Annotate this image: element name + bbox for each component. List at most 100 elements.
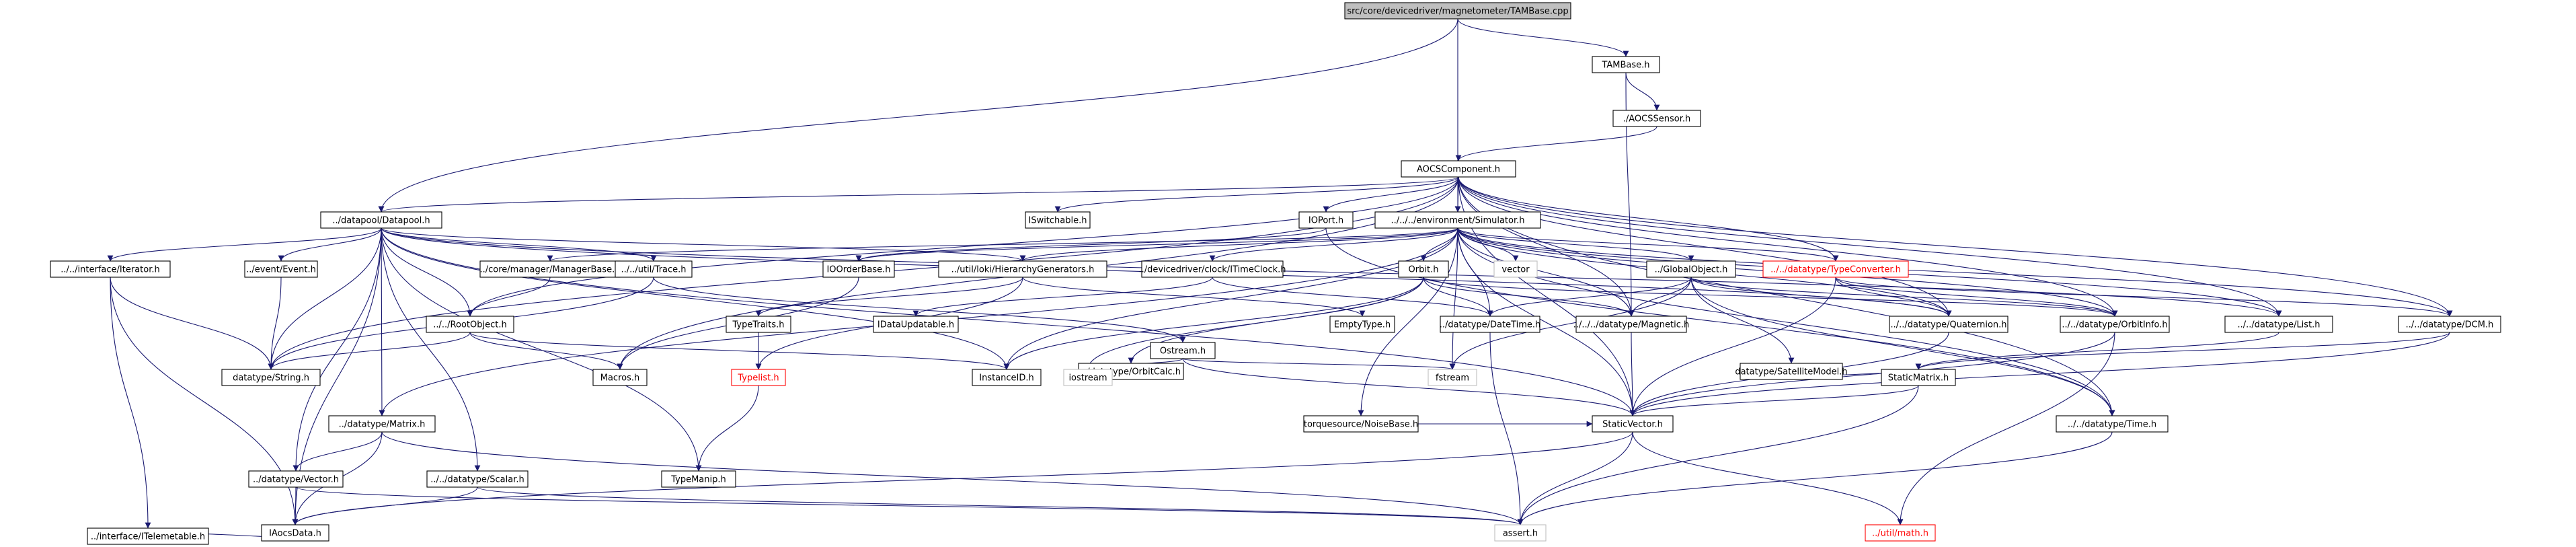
file-node[interactable]: ../core/manager/ManagerBase.h <box>479 260 621 278</box>
file-node-label: ../../datatype/Scalar.h <box>430 475 524 485</box>
file-node-box[interactable] <box>661 470 736 488</box>
file-node[interactable]: ../util/math.h <box>1865 524 1936 542</box>
file-node-box[interactable] <box>50 260 171 278</box>
file-node[interactable]: ../../datatype/OrbitInfo.h <box>2060 316 2170 333</box>
file-node[interactable]: ./AOCSSensor.h <box>1612 110 1701 127</box>
file-node-box[interactable] <box>1440 316 1540 333</box>
file-node-box[interactable] <box>1592 415 1674 433</box>
file-node[interactable]: StaticMatrix.h <box>1881 369 1956 386</box>
file-node-box[interactable] <box>1428 369 1477 386</box>
file-node[interactable]: IOOrderBase.h <box>822 260 895 278</box>
file-node-box[interactable] <box>1150 342 1216 359</box>
file-node[interactable]: Macros.h <box>592 369 648 386</box>
file-node-box[interactable] <box>248 470 344 488</box>
file-node-box[interactable] <box>592 369 648 386</box>
file-node[interactable]: ../util/loki/HierarchyGenerators.h <box>938 260 1107 278</box>
file-node-box[interactable] <box>938 260 1107 278</box>
file-node[interactable]: ../../../datatype/Magnetic.h <box>1573 316 1690 333</box>
file-node[interactable]: ../../datatype/Quaternion.h <box>1889 316 2008 333</box>
file-node-box[interactable] <box>244 260 318 278</box>
file-node[interactable]: ../../../environment/Simulator.h <box>1374 211 1541 229</box>
file-node[interactable]: AOCSComponent.h <box>1401 160 1516 178</box>
file-node-box[interactable] <box>1646 260 1736 278</box>
file-node[interactable]: Ostream.h <box>1150 342 1216 359</box>
file-node-box[interactable] <box>1493 260 1538 278</box>
file-node-box[interactable] <box>822 260 895 278</box>
file-node-box[interactable] <box>726 316 791 333</box>
file-node-box[interactable] <box>1344 2 1571 20</box>
file-node[interactable]: vector <box>1493 260 1538 278</box>
file-node[interactable]: iostream <box>1063 369 1113 386</box>
file-node[interactable]: Orbit.h <box>1398 260 1449 278</box>
file-node-box[interactable] <box>731 369 786 386</box>
file-node-box[interactable] <box>1889 316 2008 333</box>
file-node-box[interactable] <box>873 316 959 333</box>
file-node-box[interactable] <box>328 415 436 433</box>
file-node[interactable]: assert.h <box>1494 524 1547 542</box>
file-node[interactable]: TypeTraits.h <box>726 316 791 333</box>
file-node[interactable]: ../../datatype/DCM.h <box>2398 316 2501 333</box>
file-node[interactable]: ../../datatype/Time.h <box>2056 415 2169 433</box>
file-node[interactable]: ../event/Event.h <box>244 260 318 278</box>
file-node-box[interactable] <box>221 369 321 386</box>
file-node-box[interactable] <box>1494 524 1547 542</box>
file-node[interactable]: src/core/devicedriver/magnetometer/TAMBa… <box>1344 2 1571 20</box>
file-node[interactable]: EmptyType.h <box>1329 316 1395 333</box>
file-node-box[interactable] <box>1303 415 1419 433</box>
file-node[interactable]: ISwitchable.h <box>1025 211 1091 229</box>
file-node-box[interactable] <box>1762 260 1909 278</box>
file-node[interactable]: ../../RootObject.h <box>426 316 514 333</box>
file-node-box[interactable] <box>2060 316 2170 333</box>
file-node[interactable]: StaticVector.h <box>1592 415 1674 433</box>
file-node-box[interactable] <box>1401 160 1516 178</box>
file-node-box[interactable] <box>1592 56 1660 73</box>
file-node-box[interactable] <box>479 260 621 278</box>
file-node[interactable]: ../datatype/Vector.h <box>248 470 344 488</box>
file-node[interactable]: fstream <box>1428 369 1477 386</box>
file-node[interactable]: ../../datatype/List.h <box>2224 316 2333 333</box>
file-node[interactable]: InstanceID.h <box>972 369 1042 386</box>
file-node-box[interactable] <box>1612 110 1701 127</box>
file-node-box[interactable] <box>1025 211 1091 229</box>
file-node-box[interactable] <box>1063 369 1113 386</box>
file-node-box[interactable] <box>426 470 529 488</box>
file-node-label: IOOrderBase.h <box>826 265 890 275</box>
file-node-box[interactable] <box>1329 316 1395 333</box>
file-node-box[interactable] <box>261 524 329 542</box>
file-node-box[interactable] <box>615 260 693 278</box>
file-node[interactable]: ../datatype/DateTime.h <box>1440 316 1541 333</box>
file-node-box[interactable] <box>1575 316 1687 333</box>
file-node[interactable]: IAocsData.h <box>261 524 329 542</box>
file-node-box[interactable] <box>2224 316 2333 333</box>
file-node[interactable]: ../../datatype/Scalar.h <box>426 470 529 488</box>
file-node[interactable]: TypeManip.h <box>661 470 736 488</box>
file-node[interactable]: IOPort.h <box>1298 211 1354 229</box>
file-node-box[interactable] <box>426 316 514 333</box>
file-node[interactable]: datatype/String.h <box>221 369 321 386</box>
file-node[interactable]: IDataUpdatable.h <box>873 316 959 333</box>
file-node-box[interactable] <box>1865 524 1936 542</box>
file-node-box[interactable] <box>1881 369 1956 386</box>
file-node[interactable]: ../devicedriver/clock/ITimeClock.h <box>1138 260 1286 278</box>
file-node-box[interactable] <box>1740 363 1843 380</box>
file-node[interactable]: ../datatype/Matrix.h <box>328 415 436 433</box>
file-node[interactable]: torquesource/NoiseBase.h <box>1303 415 1419 433</box>
file-node[interactable]: ../interface/ITelemetable.h <box>87 527 209 545</box>
file-node[interactable]: datatype/SatelliteModel.h <box>1735 363 1848 380</box>
file-node[interactable]: ../../interface/Iterator.h <box>50 260 171 278</box>
file-node[interactable]: TAMBase.h <box>1592 56 1660 73</box>
file-node-box[interactable] <box>1298 211 1354 229</box>
file-node[interactable]: ../../datatype/TypeConverter.h <box>1762 260 1909 278</box>
file-node-box[interactable] <box>1374 211 1541 229</box>
file-node-box[interactable] <box>972 369 1042 386</box>
file-node-box[interactable] <box>320 211 442 229</box>
file-node[interactable]: ../../util/Trace.h <box>615 260 693 278</box>
file-node-box[interactable] <box>1398 260 1449 278</box>
file-node-box[interactable] <box>2056 415 2169 433</box>
file-node-box[interactable] <box>87 527 209 545</box>
file-node[interactable]: ../datapool/Datapool.h <box>320 211 442 229</box>
file-node[interactable]: ../GlobalObject.h <box>1646 260 1736 278</box>
file-node-box[interactable] <box>2398 316 2501 333</box>
file-node[interactable]: Typelist.h <box>731 369 786 386</box>
file-node-box[interactable] <box>1141 260 1284 278</box>
